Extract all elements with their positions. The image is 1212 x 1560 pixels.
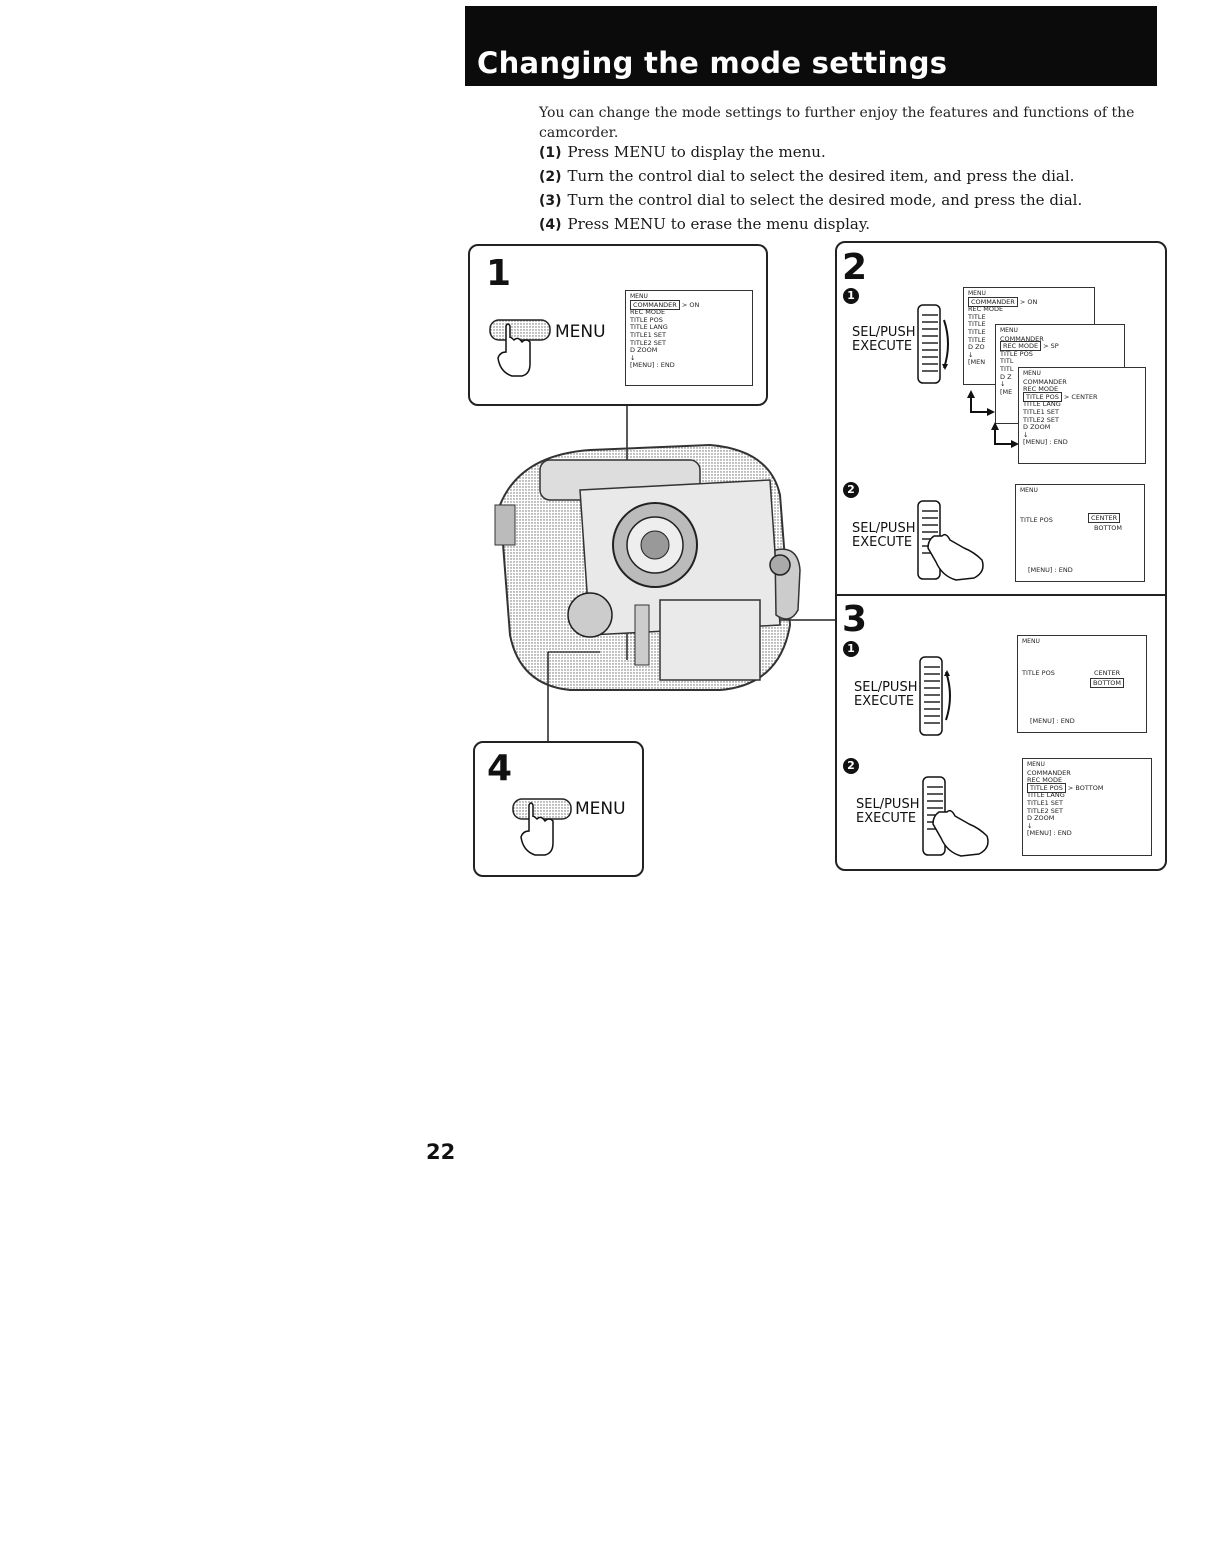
substep-2-badge: 2 — [843, 758, 859, 774]
menu-option: BOTTOM — [1090, 680, 1124, 688]
menu-heading: MENU — [1022, 638, 1142, 646]
menu-footer: [MENU] : END — [1030, 718, 1075, 726]
menu-heading: MENU — [1020, 487, 1140, 495]
menu-screen-front: MENU COMMANDER REC MODE TITLE POS > CENT… — [1018, 367, 1146, 464]
panel-2-number: 2 — [842, 250, 867, 286]
camcorder-illustration — [480, 435, 820, 695]
dial-label-execute: EXECUTE — [852, 536, 912, 550]
control-dial-icon — [914, 652, 954, 742]
menu-item: [MENU] : END — [1027, 830, 1147, 838]
substep-1-badge: 1 — [843, 641, 859, 657]
menu-button-label: MENU — [575, 799, 626, 819]
menu-screen-title-pos: MENU TITLE POS CENTER BOTTOM [MENU] : EN… — [1015, 484, 1145, 582]
dial-label-sel-push: SEL/PUSH — [856, 798, 919, 812]
menu-item: D ZOOM — [1023, 424, 1141, 432]
dial-press-icon — [917, 772, 997, 862]
menu-screen: MENU COMMANDER > ON REC MODE TITLE POS T… — [625, 290, 753, 386]
menu-heading: MENU — [1023, 370, 1141, 378]
menu-button-icon — [490, 308, 570, 378]
menu-item: TITLE — [968, 314, 1090, 322]
step-1-panel: 1 MENU MENU COMMANDER > ON REC MODE TITL… — [468, 244, 768, 406]
step-arrows — [965, 390, 1025, 460]
dial-label-sel-push: SEL/PUSH — [852, 522, 915, 536]
menu-item: D ZOOM — [1027, 815, 1147, 823]
menu-option: CENTER — [1088, 515, 1120, 523]
dial-label-execute: EXECUTE — [852, 340, 912, 354]
menu-screen-result: MENU COMMANDER REC MODE TITLE POS > BOTT… — [1022, 758, 1152, 856]
menu-heading: MENU — [1000, 327, 1120, 335]
menu-item: TITLE POS — [1022, 670, 1142, 678]
menu-item: D ZOOM — [630, 347, 748, 355]
step-4-panel: 4 MENU — [473, 741, 644, 877]
panel-number: 4 — [487, 751, 512, 787]
menu-option: CENTER — [1094, 670, 1120, 678]
menu-item: [MENU] : END — [1023, 439, 1141, 447]
panel-number: 1 — [486, 256, 511, 292]
control-dial-icon — [912, 300, 952, 390]
menu-footer: [MENU] : END — [1028, 567, 1073, 575]
menu-screen-title-pos: MENU TITLE POS CENTER BOTTOM [MENU] : EN… — [1017, 635, 1147, 733]
panel-divider — [837, 594, 1165, 596]
substep-2-badge: 2 — [843, 482, 859, 498]
menu-item: TITL — [1000, 358, 1120, 366]
menu-option: BOTTOM — [1094, 525, 1122, 533]
menu-heading: MENU — [1027, 761, 1147, 769]
menu-item: TITLE POS — [1000, 351, 1120, 359]
menu-item: TITLE POS — [1020, 517, 1140, 525]
dial-label-sel-push: SEL/PUSH — [854, 681, 917, 695]
menu-button-label: MENU — [555, 322, 606, 342]
dial-label-execute: EXECUTE — [854, 695, 914, 709]
dial-label-sel-push: SEL/PUSH — [852, 326, 915, 340]
menu-item: [MENU] : END — [630, 362, 748, 370]
panel-3-number: 3 — [842, 602, 867, 638]
menu-item: REC MODE — [968, 306, 1090, 314]
dial-label-execute: EXECUTE — [856, 812, 916, 826]
page-number: 22 — [426, 1140, 455, 1164]
dial-press-icon — [912, 496, 992, 586]
substep-1-badge: 1 — [843, 288, 859, 304]
